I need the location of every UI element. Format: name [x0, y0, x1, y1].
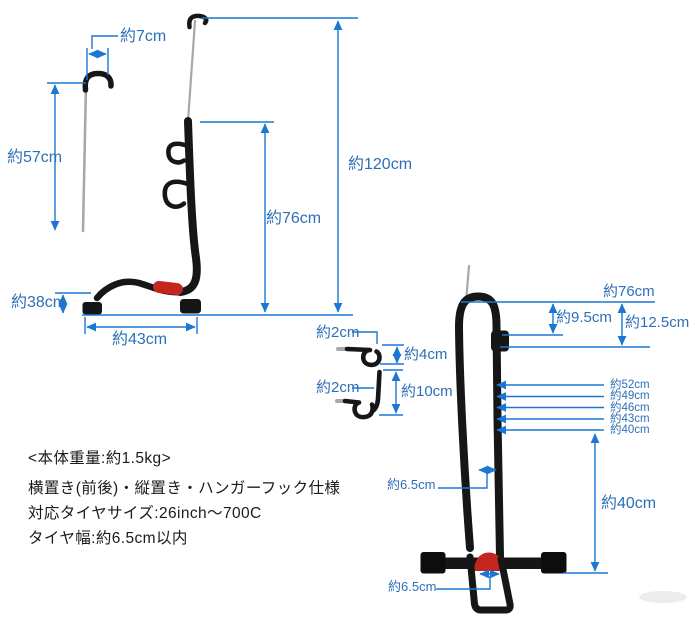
front-view-clamp-knob	[491, 330, 509, 352]
lower-hook-shape	[342, 398, 375, 420]
lower-hook-upright	[370, 369, 382, 414]
label-stand-height-76cm: 約76cm	[266, 210, 322, 227]
label-upper-hook-2cm: 約2cm	[316, 324, 360, 341]
front-view-right-foot-cap	[541, 552, 567, 574]
label-lower-hook-10cm: 約10cm	[401, 383, 453, 400]
dim-leader-7cm	[91, 35, 118, 49]
label-slot-width-bottom-6-5cm: 約6.5cm	[388, 579, 437, 594]
label-base-depth-43cm: 約43cm	[112, 331, 168, 348]
front-view-u-tube	[455, 292, 504, 560]
label-lower-hook-2cm: 約2cm	[316, 379, 360, 396]
label-upper-hook-4cm: 約4cm	[404, 346, 448, 363]
label-hook-pos-43cm: 約43cm	[610, 412, 650, 425]
front-view-lower-loop	[466, 553, 514, 614]
hanger-pole-drawing	[81, 70, 114, 233]
label-pole-length-57cm: 約57cm	[7, 149, 63, 166]
label-hook-pos-52cm: 約52cm	[610, 378, 650, 391]
side-view-red-holder	[153, 280, 183, 296]
front-view-left-foot-cap	[420, 552, 446, 574]
dim-leader-upper-2cm	[352, 331, 378, 344]
label-lower-section-40cm: 約40cm	[601, 495, 657, 512]
dim-leader-6-5cm-bottom	[436, 576, 491, 590]
side-view-stand-drawing	[82, 13, 209, 315]
side-view-right-foot	[180, 299, 201, 314]
side-view-pole-rod	[186, 19, 197, 123]
front-view-dimension-lines	[436, 301, 655, 590]
hanger-pole-rod	[81, 82, 88, 233]
side-view-dimension-lines	[55, 17, 358, 334]
floor-shadow	[639, 591, 687, 603]
side-view-upper-hook	[166, 141, 191, 165]
spec-tire-size: 対応タイヤサイズ:26inch〜700C	[28, 505, 262, 522]
label-total-height-120cm: 約120cm	[348, 156, 413, 173]
spec-tire-width: タイヤ幅:約6.5cm以内	[28, 530, 188, 547]
label-front-height-76cm: 約76cm	[603, 283, 655, 300]
hanger-pole-hook	[82, 70, 114, 93]
label-slot-width-top-6-5cm: 約6.5cm	[387, 477, 436, 492]
hook-detail-drawings	[335, 346, 382, 420]
side-view-left-foot	[82, 302, 102, 315]
spec-weight: <本体重量:約1.5kg>	[28, 450, 172, 467]
front-view-red-holder	[474, 552, 504, 571]
side-view-pole-hook	[186, 13, 209, 30]
side-view-main-tube	[176, 117, 201, 296]
spec-placement: 横置き(前後)・縦置き・ハンガーフック仕様	[28, 480, 341, 497]
upper-hook-shape	[344, 346, 382, 368]
side-view-lower-hook	[162, 179, 191, 209]
label-hook-pos-46cm: 約46cm	[610, 401, 650, 414]
label-offset-12-5cm: 約12.5cm	[625, 314, 690, 331]
hook-detail-dimension-lines	[352, 331, 404, 416]
dim-leader-6-5cm-top	[438, 471, 488, 489]
label-offset-9-5cm: 約9.5cm	[556, 309, 612, 326]
label-hook-pos-49cm: 約49cm	[610, 390, 650, 402]
label-base-height-38cm: 約38cm	[11, 294, 67, 311]
front-view-stand-drawing	[420, 264, 687, 614]
label-hook-pos-40cm: 約40cm	[610, 424, 650, 436]
label-hook-width-7cm: 約7cm	[120, 28, 167, 45]
hanger-pole-dimension-lines	[47, 35, 118, 231]
